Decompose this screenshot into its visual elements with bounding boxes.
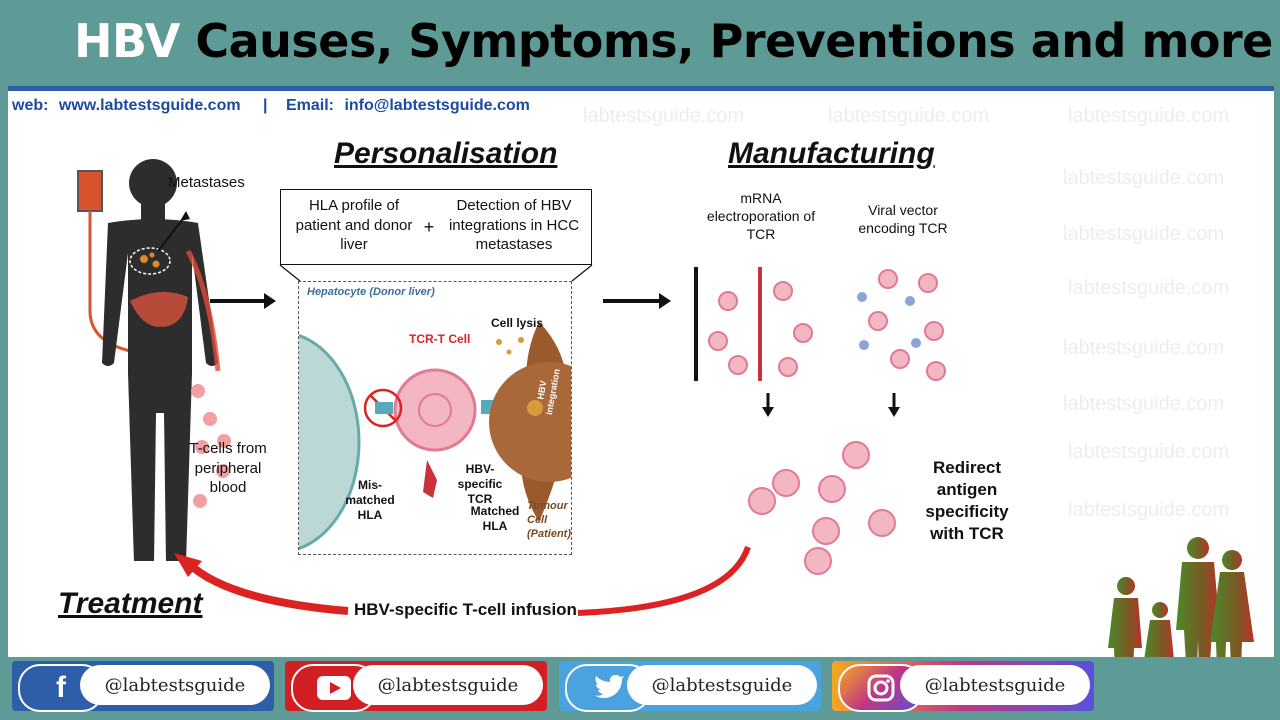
manufacturing-illustration [688,261,998,421]
social-facebook[interactable]: f @labtestsguide [12,661,274,711]
cell-lysis-label: Cell lysis [491,316,543,331]
social-handle: @labtestsguide [353,665,543,705]
contact-separator: | [263,97,267,114]
treatment-heading: Treatment [58,587,203,621]
diagram-panel: labtestsguide.com labtestsguide.com labt… [8,91,1274,657]
title-hbv: HBV [74,14,180,68]
watermark: labtestsguide.com [1063,393,1224,416]
detection-label: Detection of HBV integrations in HCC met… [441,196,587,255]
web-link[interactable]: www.labtestsguide.com [59,97,241,114]
watermark: labtestsguide.com [1068,277,1229,300]
manufacturing-heading: Manufacturing [728,137,935,171]
title-bar: HBV Causes, Symptoms, Preventions and mo… [0,0,1280,86]
watermark: labtestsguide.com [828,105,989,128]
web-label: web: [12,97,48,114]
watermark: labtestsguide.com [1063,167,1224,190]
watermark: labtestsguide.com [1068,441,1229,464]
metastases-label: Metastases [168,173,245,193]
social-twitter[interactable]: @labtestsguide [559,661,821,711]
viral-vector-label: Viral vector encoding TCR [848,201,958,237]
arrow-right-icon [601,291,673,311]
social-handle: @labtestsguide [900,665,1090,705]
contact-line: web: www.labtestsguide.com | Email: info… [12,97,536,115]
hla-profile-label: HLA profile of patient and donor liver [289,196,419,255]
tcr-mechanism-panel: Hepatocyte (Donor liver) TCR-T Cell Cell… [298,281,572,555]
mismatched-hla-label: Mis-matched HLA [335,478,405,523]
personalisation-info-box: HLA profile of patient and donor liver +… [280,189,592,265]
page-title: HBV Causes, Symptoms, Preventions and mo… [74,14,1273,68]
hepatocyte-label: Hepatocyte (Donor liver) [307,286,435,300]
arrow-right-icon [208,291,278,311]
watermark: labtestsguide.com [583,105,744,128]
iv-bag-icon [78,171,102,211]
watermark: labtestsguide.com [1068,105,1229,128]
social-youtube[interactable]: @labtestsguide [285,661,547,711]
social-handle: @labtestsguide [80,665,270,705]
watermark: labtestsguide.com [1068,499,1229,522]
watermark: labtestsguide.com [1063,223,1224,246]
plus-sign: + [421,216,437,239]
social-handle: @labtestsguide [627,665,817,705]
matched-hla-label: Matched HLA [465,504,525,534]
infusion-label: HBV-specific T-cell infusion [354,599,577,621]
box-connector [278,263,594,283]
tcells-label: T-cells from peripheral blood [178,439,278,498]
email-label: Email: [286,97,334,114]
human-body-figure [68,151,248,561]
email-link[interactable]: info@labtestsguide.com [344,97,529,114]
watermark: labtestsguide.com [1063,337,1224,360]
redirect-label: Redirect antigen specificity with TCR [912,457,1022,545]
mrna-label: mRNA electroporation of TCR [706,189,816,244]
tcr-t-cell-label: TCR-T Cell [409,332,470,347]
tumour-cell-label: Tumour Cell (Patient) [527,500,569,541]
personalisation-heading: Personalisation [334,137,557,171]
hbv-specific-tcr-label: HBV-specific TCR [445,462,515,507]
social-instagram[interactable]: @labtestsguide [832,661,1094,711]
title-rest: Causes, Symptoms, Preventions and more [195,14,1273,68]
